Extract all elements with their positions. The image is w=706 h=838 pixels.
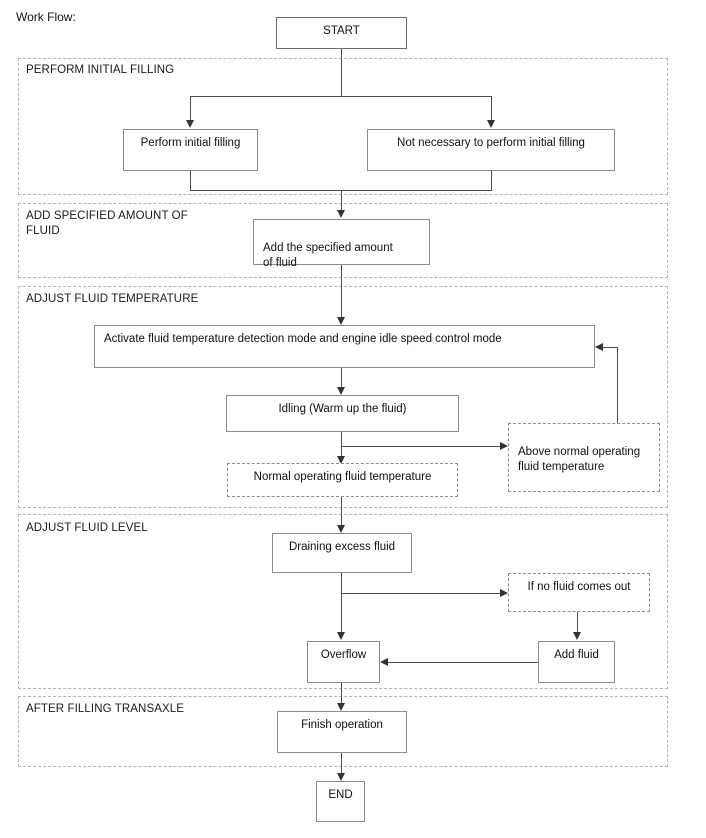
node-add-fluid-label: Add fluid xyxy=(554,649,599,661)
arrow-to-overflow-from-add-fluid xyxy=(380,658,388,666)
connector-idling-branch-right xyxy=(341,446,501,447)
node-overflow[interactable]: Overflow xyxy=(307,641,380,683)
node-finish-operation-label: Finish operation xyxy=(301,719,383,731)
arrow-to-add-fluid xyxy=(573,632,581,640)
node-add-the-specified-amount-of-fluid[interactable]: Add the specified amount of fluid xyxy=(253,219,430,269)
node-if-no-fluid-comes-out[interactable]: If no fluid comes out xyxy=(508,573,650,612)
arrow-to-draining-excess-fluid xyxy=(337,525,345,533)
arrow-to-not-necessary xyxy=(487,120,495,128)
connector-finish-operation-down xyxy=(341,753,342,774)
connector-draining-branch-right xyxy=(341,593,501,594)
node-perform-initial-filling-label: Perform initial filling xyxy=(140,137,241,149)
section-add-specified-amount-of-fluid xyxy=(18,203,668,278)
connector-draining-down xyxy=(341,573,342,633)
arrow-to-add-specified-amount xyxy=(337,210,345,218)
node-draining-excess-fluid[interactable]: Draining excess fluid xyxy=(272,533,412,573)
node-idling-warm-up-the-fluid[interactable]: Idling (Warm up the fluid) xyxy=(226,395,459,432)
connector-split-right-down xyxy=(491,96,492,121)
node-normal-operating-fluid-temperature[interactable]: Normal operating fluid temperature xyxy=(227,463,458,497)
arrow-to-activate-modes xyxy=(337,317,345,325)
section-label-adjust-fluid-temperature: ADJUST FLUID TEMPERATURE xyxy=(26,293,199,305)
node-normal-operating-temp-label: Normal operating fluid temperature xyxy=(253,471,432,483)
node-finish-operation[interactable]: Finish operation xyxy=(277,711,407,753)
arrow-to-finish-operation xyxy=(337,703,345,711)
section-label-add-specified-amount-of-fluid: ADD SPECIFIED AMOUNT OF FLUID xyxy=(26,210,188,237)
node-activate-fluid-temperature-detection-mode[interactable]: Activate fluid temperature detection mod… xyxy=(94,325,595,368)
node-above-normal-operating-fluid-temperature[interactable]: Above normal operating fluid temperature xyxy=(508,423,660,492)
arrow-to-overflow xyxy=(337,632,345,640)
connector-above-normal-feedback-left xyxy=(603,347,618,348)
connector-perform-initial-filling-down xyxy=(190,171,191,191)
arrow-to-idling xyxy=(337,387,345,395)
connector-start-down xyxy=(341,49,342,96)
section-label-after-filling-transaxle: AFTER FILLING TRANSAXLE xyxy=(26,703,185,715)
node-overflow-label: Overflow xyxy=(320,649,367,661)
section-perform-initial-filling xyxy=(18,58,668,195)
node-add-specified-amount-label: Add the specified amount of fluid xyxy=(263,242,393,269)
arrow-to-perform-initial-filling xyxy=(186,120,194,128)
node-not-necessary-label: Not necessary to perform initial filling xyxy=(397,137,585,149)
node-end[interactable]: END xyxy=(316,781,365,822)
section-label-perform-initial-filling: PERFORM INITIAL FILLING xyxy=(26,64,175,76)
arrow-to-end xyxy=(337,773,345,781)
connector-add-fluid-to-overflow xyxy=(388,662,538,663)
node-activate-modes-label: Activate fluid temperature detection mod… xyxy=(104,333,502,345)
node-draining-excess-fluid-label: Draining excess fluid xyxy=(288,541,396,553)
connector-activate-modes-down xyxy=(341,368,342,388)
connector-overflow-down xyxy=(341,683,342,704)
arrow-to-if-no-fluid-comes-out xyxy=(500,589,508,597)
arrow-to-normal-operating-temp xyxy=(337,456,345,464)
section-label-adjust-fluid-level: ADJUST FLUID LEVEL xyxy=(26,522,148,534)
connector-not-necessary-down xyxy=(491,171,492,191)
connector-idling-down xyxy=(341,432,342,457)
section-adjust-fluid-temperature xyxy=(18,286,668,508)
arrow-to-activate-modes-feedback xyxy=(595,343,603,351)
section-after-filling-transaxle xyxy=(18,696,668,767)
connector-merge-down xyxy=(341,190,342,211)
connector-above-normal-feedback-up xyxy=(617,347,618,424)
node-idling-label: Idling (Warm up the fluid) xyxy=(278,403,407,415)
connector-split-bar xyxy=(190,96,492,97)
section-adjust-fluid-level xyxy=(18,514,668,689)
node-if-no-fluid-comes-out-label: If no fluid comes out xyxy=(527,581,631,593)
node-start-label: START xyxy=(323,25,360,37)
node-start[interactable]: START xyxy=(276,17,407,49)
connector-normal-operating-temp-down xyxy=(341,497,342,526)
connector-split-left-down xyxy=(190,96,191,121)
connector-if-no-fluid-down xyxy=(577,612,578,633)
page-title: Work Flow: xyxy=(16,10,76,24)
node-end-label: END xyxy=(328,789,353,801)
node-perform-initial-filling[interactable]: Perform initial filling xyxy=(123,129,258,171)
arrow-to-above-normal-temp xyxy=(500,442,508,450)
node-above-normal-temp-label: Above normal operating fluid temperature xyxy=(518,446,641,473)
node-add-fluid[interactable]: Add fluid xyxy=(538,641,615,683)
node-not-necessary-to-perform-initial-filling[interactable]: Not necessary to perform initial filling xyxy=(367,129,615,171)
connector-add-specified-amount-down xyxy=(341,265,342,318)
